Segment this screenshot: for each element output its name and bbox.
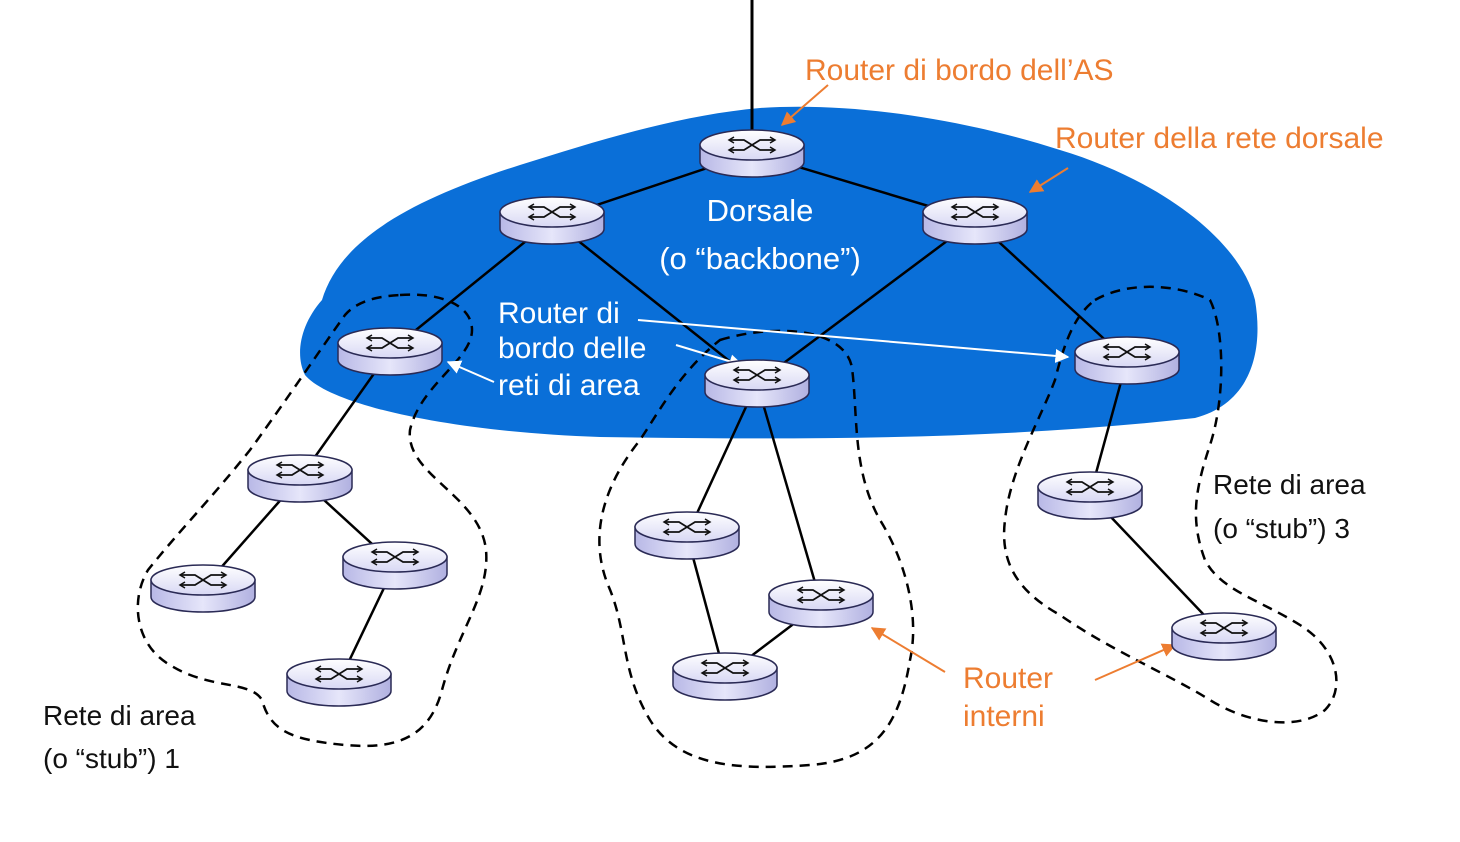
router-arrows-icon xyxy=(370,548,420,566)
network-link xyxy=(1089,494,1225,637)
router-area-border-3 xyxy=(1074,336,1180,385)
router-arrows-icon xyxy=(700,659,750,677)
label-internal-routers-2: interni xyxy=(963,700,1045,733)
router-area-border-1 xyxy=(337,327,443,376)
label-area-border-1: Router di xyxy=(498,297,620,330)
router-arrows-icon xyxy=(796,586,846,604)
router-arrows-icon xyxy=(1199,619,1249,637)
label-area-border-3: reti di area xyxy=(498,369,640,402)
router-as-border xyxy=(699,129,805,178)
network-link xyxy=(974,219,1128,361)
area-1-outline xyxy=(136,293,488,748)
area-3-outline xyxy=(1002,285,1338,724)
router-arrows-icon xyxy=(365,334,415,352)
router-arrows-icon xyxy=(1102,343,1152,361)
router-area-1-internal xyxy=(342,541,448,590)
internal-router-arrow-1 xyxy=(870,627,946,673)
as-border-arrow xyxy=(780,84,829,126)
label-area-border-2: bordo delle xyxy=(498,332,646,365)
internal-router-arrow-2 xyxy=(1094,643,1177,681)
router-area-3-internal xyxy=(1037,471,1143,520)
area-border-arrow-1 xyxy=(446,360,495,383)
router-area-border-2 xyxy=(704,359,810,408)
label-backbone-name-2: (o “backbone”) xyxy=(659,241,861,276)
label-area-3-line-1: Rete di area xyxy=(1213,469,1366,500)
label-area-3-line-2: (o “stub”) 3 xyxy=(1213,513,1350,544)
network-link xyxy=(685,382,759,536)
router-arrows-icon xyxy=(527,203,577,221)
router-arrows-icon xyxy=(1065,478,1115,496)
router-arrows-icon xyxy=(275,461,325,479)
routers-layer xyxy=(150,129,1277,707)
router-arrows-icon xyxy=(732,366,782,384)
router-area-1-internal xyxy=(247,454,353,503)
router-arrows-icon xyxy=(950,203,1000,221)
router-arrows-icon xyxy=(662,518,712,536)
router-area-2-internal xyxy=(672,652,778,701)
router-area-1-internal xyxy=(150,564,256,613)
label-area-1-line-2: (o “stub”) 1 xyxy=(43,743,180,774)
label-internal-routers-1: Router xyxy=(963,662,1053,695)
label-as-border-router: Router di bordo dell’AS xyxy=(805,54,1114,87)
label-backbone-name-1: Dorsale xyxy=(707,193,814,228)
router-backbone-left xyxy=(499,196,605,245)
network-link xyxy=(755,382,823,604)
router-area-2-internal xyxy=(634,511,740,560)
area-border-arrow-3 xyxy=(637,319,1070,363)
router-arrows-icon xyxy=(314,665,364,683)
area-2-outline xyxy=(598,329,915,769)
network-link xyxy=(756,218,976,385)
router-backbone-right xyxy=(922,196,1028,245)
router-area-3-internal xyxy=(1171,612,1277,661)
backbone-router-arrow xyxy=(1028,167,1069,193)
network-link xyxy=(551,219,758,384)
router-arrows-icon xyxy=(178,571,228,589)
router-arrows-icon xyxy=(727,136,777,154)
router-area-1-internal xyxy=(286,658,392,707)
router-area-2-internal xyxy=(768,579,874,628)
backbone-cloud xyxy=(300,106,1258,439)
label-backbone-router: Router della rete dorsale xyxy=(1055,122,1384,155)
label-area-1-line-1: Rete di area xyxy=(43,700,196,731)
